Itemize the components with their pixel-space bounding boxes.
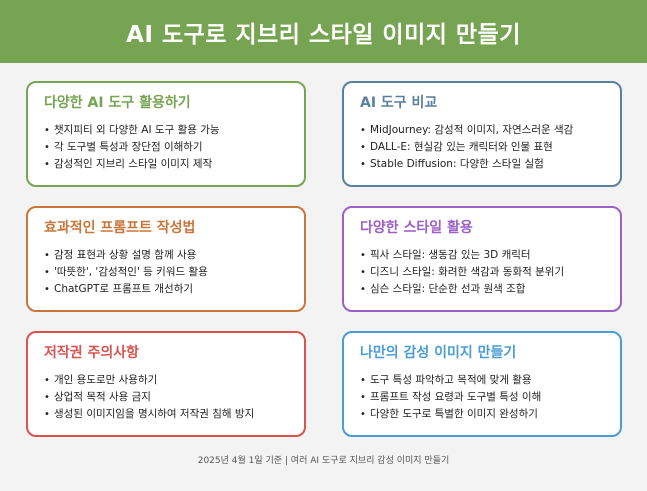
bullet-icon: • xyxy=(44,142,50,153)
footer-note: 2025년 4월 1일 기준 | 여러 AI 도구로 지브리 감성 이미지 만들… xyxy=(197,456,450,466)
bullet-icon: • xyxy=(44,392,50,403)
card-own-image: 나만의 감성 이미지 만들기 •도구 특성 파악하고 목적에 맞게 활용 •프롬… xyxy=(342,331,622,437)
card-list: •픽사 스타일: 생동감 있는 3D 캐릭터 •디즈니 스타일: 화려한 색감과… xyxy=(360,247,606,298)
list-item: •감성적인 지브리 스타일 이미지 제작 xyxy=(44,156,290,173)
list-item: •ChatGPT로 프롬프트 개선하기 xyxy=(44,281,290,298)
card-list: •감정 표현과 상황 설명 함께 사용 •'따뜻한', '감성적인' 등 키워드… xyxy=(44,247,290,298)
bullet-icon: • xyxy=(360,125,366,136)
bullet-icon: • xyxy=(360,267,366,278)
bullet-icon: • xyxy=(360,392,366,403)
card-title: 나만의 감성 이미지 만들기 xyxy=(360,345,517,361)
page-title: AI 도구로 지브리 스타일 이미지 만들기 xyxy=(126,21,521,48)
bullet-icon: • xyxy=(44,267,50,278)
bullet-icon: • xyxy=(360,250,366,261)
bullet-icon: • xyxy=(360,409,366,420)
card-title: 다양한 AI 도구 활용하기 xyxy=(44,95,191,111)
list-item: •심슨 스타일: 단순한 선과 원색 조합 xyxy=(360,281,606,298)
bullet-icon: • xyxy=(360,284,366,295)
list-item: •디즈니 스타일: 화려한 색감과 동화적 분위기 xyxy=(360,264,606,281)
card-title: 저작권 주의사항 xyxy=(44,345,140,361)
list-item: •도구 특성 파악하고 목적에 맞게 활용 xyxy=(360,372,606,389)
list-item: •생성된 이미지임을 명시하여 저작권 침해 방지 xyxy=(44,406,290,423)
list-item: •픽사 스타일: 생동감 있는 3D 캐릭터 xyxy=(360,247,606,264)
card-copyright: 저작권 주의사항 •개인 용도로만 사용하기 •상업적 목적 사용 금지 •생성… xyxy=(26,331,306,437)
bullet-icon: • xyxy=(44,159,50,170)
card-styles: 다양한 스타일 활용 •픽사 스타일: 생동감 있는 3D 캐릭터 •디즈니 스… xyxy=(342,206,622,312)
card-title: 효과적인 프롬프트 작성법 xyxy=(44,220,196,236)
list-item: •상업적 목적 사용 금지 xyxy=(44,389,290,406)
card-list: •개인 용도로만 사용하기 •상업적 목적 사용 금지 •생성된 이미지임을 명… xyxy=(44,372,290,423)
bullet-icon: • xyxy=(44,375,50,386)
list-item: •각 도구별 특성과 장단점 이해하기 xyxy=(44,139,290,156)
card-title: AI 도구 비교 xyxy=(360,95,438,111)
card-ai-tools-usage: 다양한 AI 도구 활용하기 •챗지피티 외 다양한 AI 도구 활용 가능 •… xyxy=(26,81,306,187)
bullet-icon: • xyxy=(44,284,50,295)
bullet-icon: • xyxy=(44,250,50,261)
card-title: 다양한 스타일 활용 xyxy=(360,220,473,236)
bullet-icon: • xyxy=(360,159,366,170)
card-prompt-writing: 효과적인 프롬프트 작성법 •감정 표현과 상황 설명 함께 사용 •'따뜻한'… xyxy=(26,206,306,312)
bullet-icon: • xyxy=(44,125,50,136)
list-item: •개인 용도로만 사용하기 xyxy=(44,372,290,389)
list-item: •다양한 도구로 특별한 이미지 완성하기 xyxy=(360,406,606,423)
card-list: •도구 특성 파악하고 목적에 맞게 활용 •프롬프트 작성 요령과 도구별 특… xyxy=(360,372,606,423)
list-item: •Stable Diffusion: 다양한 스타일 실험 xyxy=(360,156,606,173)
list-item: •MidJourney: 감성적 이미지, 자연스러운 색감 xyxy=(360,122,606,139)
bullet-icon: • xyxy=(360,375,366,386)
bullet-icon: • xyxy=(360,142,366,153)
list-item: •챗지피티 외 다양한 AI 도구 활용 가능 xyxy=(44,122,290,139)
card-ai-tools-comparison: AI 도구 비교 •MidJourney: 감성적 이미지, 자연스러운 색감 … xyxy=(342,81,622,187)
bullet-icon: • xyxy=(44,409,50,420)
list-item: •DALL-E: 현실감 있는 캐릭터와 인물 표현 xyxy=(360,139,606,156)
list-item: •프롬프트 작성 요령과 도구별 특성 이해 xyxy=(360,389,606,406)
card-list: •MidJourney: 감성적 이미지, 자연스러운 색감 •DALL-E: … xyxy=(360,122,606,173)
list-item: •감정 표현과 상황 설명 함께 사용 xyxy=(44,247,290,264)
list-item: •'따뜻한', '감성적인' 등 키워드 활용 xyxy=(44,264,290,281)
card-list: •챗지피티 외 다양한 AI 도구 활용 가능 •각 도구별 특성과 장단점 이… xyxy=(44,122,290,173)
header-banner: AI 도구로 지브리 스타일 이미지 만들기 xyxy=(0,0,647,63)
